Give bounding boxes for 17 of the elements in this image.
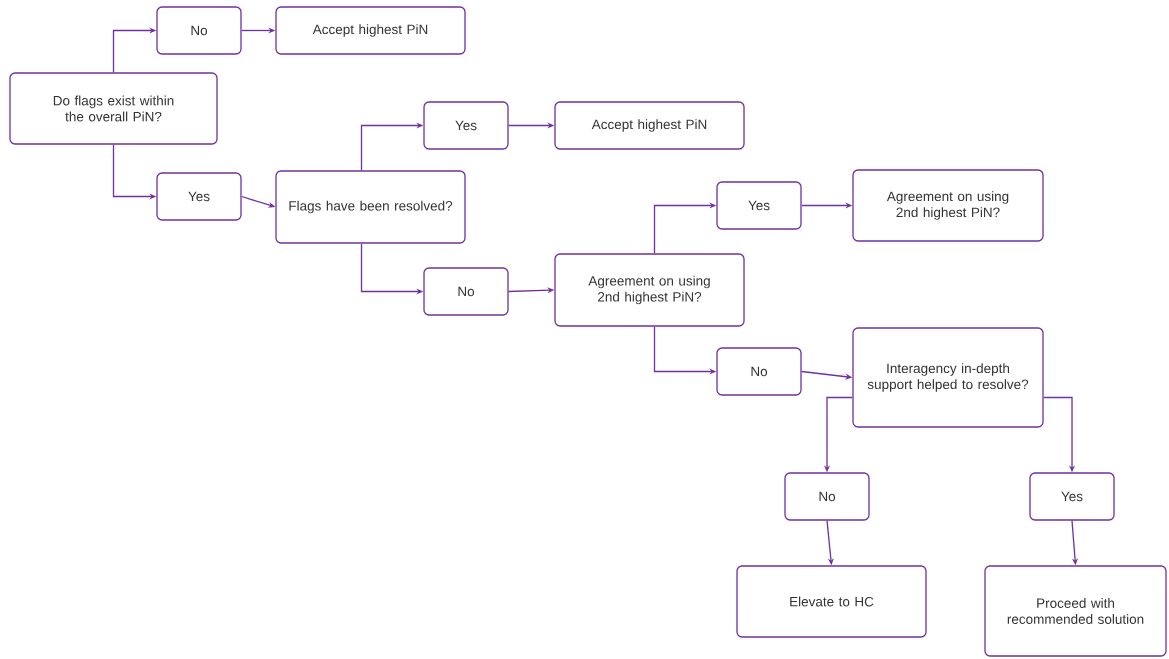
flow-box: Yes	[156, 172, 242, 221]
flow-box: No	[156, 6, 242, 55]
flow-box: Flags have been resolved?	[275, 170, 466, 244]
flow-box: Interagency in-depth support helped to resolve?	[852, 327, 1044, 428]
flow-box: Proceed with recommended solution	[984, 565, 1167, 657]
flow-box: Agreement on using 2nd highest PiN?	[852, 169, 1044, 242]
flow-box: Yes	[716, 181, 802, 230]
flow-box: Accept highest PiN	[554, 101, 745, 150]
flow-box: Agreement on using 2nd highest PiN?	[554, 253, 745, 327]
flow-box: Yes	[1029, 472, 1115, 521]
flow-box: Elevate to HC	[736, 565, 927, 638]
flow-box: Do flags exist within the overall PiN?	[9, 72, 218, 145]
flow-box: Accept highest PiN	[275, 6, 466, 55]
flow-box: No	[716, 347, 802, 396]
flow-box: No	[423, 267, 509, 316]
flow-box: Yes	[423, 101, 509, 150]
flow-box: No	[784, 472, 870, 521]
